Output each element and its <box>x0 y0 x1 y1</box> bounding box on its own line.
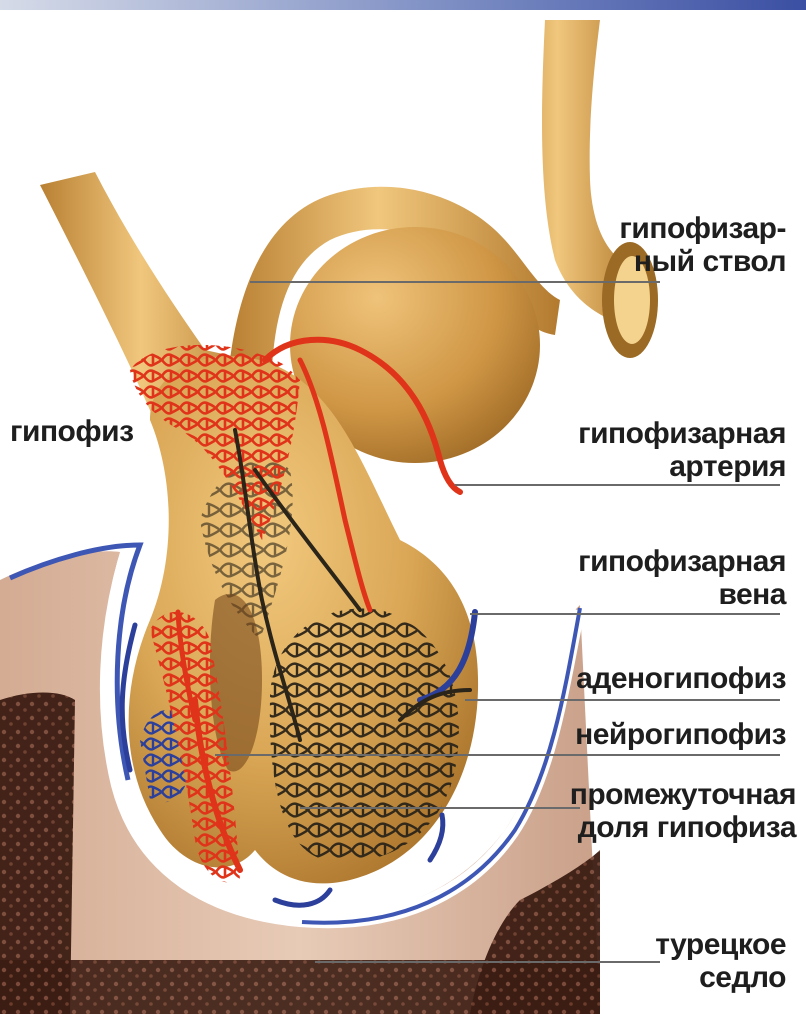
label-hypophysis: гипофиз <box>10 415 134 448</box>
label-sella-turcica: турецкое седло <box>655 928 786 994</box>
label-hypophyseal-artery: гипофизарная артерия <box>578 417 786 483</box>
label-line: доля гипофиза <box>570 811 796 844</box>
label-line: аденогипофиз <box>576 662 786 695</box>
label-line: артерия <box>578 450 786 483</box>
label-line: гипофизарная <box>578 545 786 578</box>
label-hypophyseal-vein: гипофизарная вена <box>578 545 786 611</box>
label-line: седло <box>655 961 786 994</box>
label-line: гипофиз <box>10 415 134 448</box>
label-line: гипофизарная <box>578 417 786 450</box>
label-line: нейрогипофиз <box>575 718 786 751</box>
label-intermediate-lobe: промежуточная доля гипофиза <box>570 778 796 844</box>
label-hypophyseal-stalk: гипофизар- ный ствол <box>619 212 786 278</box>
label-line: вена <box>578 578 786 611</box>
label-line: турецкое <box>655 928 786 961</box>
label-adenohypophysis: аденогипофиз <box>576 662 786 695</box>
label-line: ный ствол <box>619 245 786 278</box>
label-line: промежуточная <box>570 778 796 811</box>
label-line: гипофизар- <box>619 212 786 245</box>
label-neurohypophysis: нейрогипофиз <box>575 718 786 751</box>
